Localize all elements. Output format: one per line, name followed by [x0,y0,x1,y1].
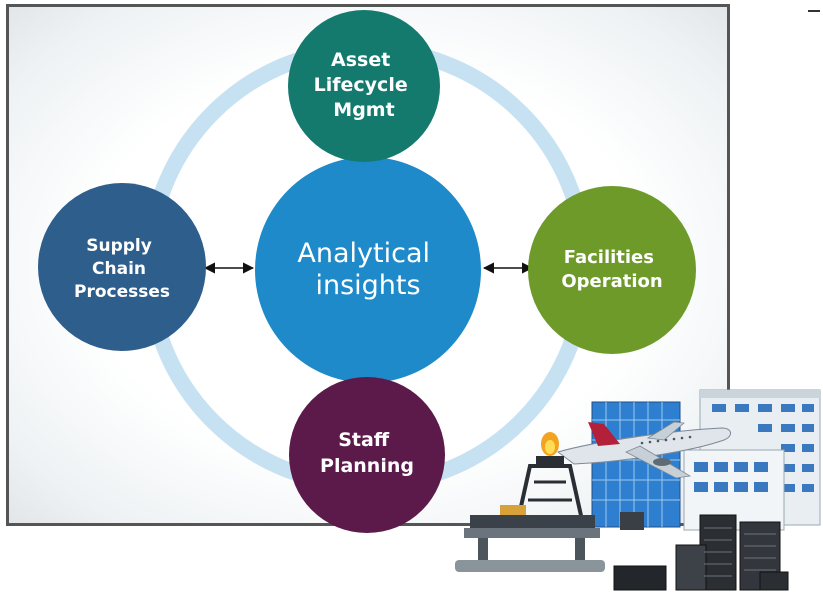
node-facilities-operation: Facilities Operation [528,186,696,354]
asset-label-line-1: Asset [331,49,390,71]
asset-label-line-3: Mgmt [333,99,394,121]
svg-text:Facilities Operation: Facilities Operation [561,247,662,292]
airplane-icon [556,421,731,479]
center-label-line-1: Analytical [297,238,430,269]
svg-text:Staff Planning: Staff Planning [320,429,414,477]
dash-mark [808,10,820,12]
center-label-line-2: insights [315,270,420,301]
staff-label-line-1: Staff [338,429,390,451]
node-asset-lifecycle: Asset Lifecycle Mgmt [288,10,440,162]
facilities-label-line-1: Facilities [564,247,654,268]
node-supply-chain: Supply Chain Processes [38,183,206,351]
svg-text:Asset Lifecycle Mg: Asset Lifecycle Mgmt [314,49,415,121]
facilities-label-line-2: Operation [561,271,662,292]
center-node: Analytical insights [255,157,481,383]
supply-label-line-2: Chain [92,259,146,279]
industry-illustration [455,389,821,591]
svg-text:Supply Chain Proce: Supply Chain Processes [74,236,170,302]
staff-label-line-2: Planning [320,455,414,477]
asset-label-line-2: Lifecycle [314,74,408,96]
server-racks-icon [613,512,789,591]
oil-rig-icon [455,432,605,572]
svg-text:Analytical insights: Analytical insights [297,238,438,301]
supply-label-line-3: Processes [74,282,170,302]
node-staff-planning: Staff Planning [289,377,445,533]
supply-label-line-1: Supply [86,236,152,256]
